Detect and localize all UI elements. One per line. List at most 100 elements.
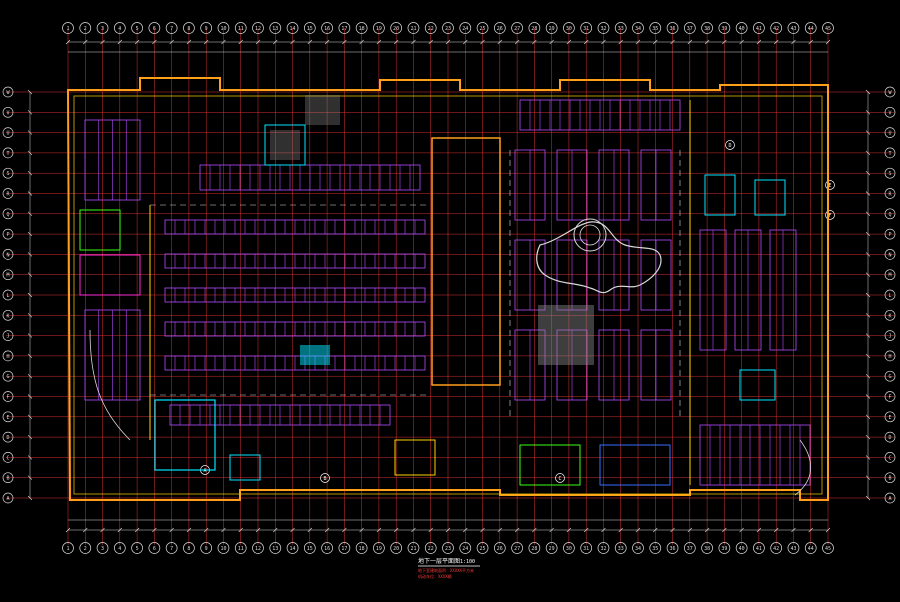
drawing-title: 地下一层平面图 (418, 557, 460, 565)
stair-core-s2 (394, 439, 436, 476)
axis-bubble-bottom (770, 542, 783, 554)
axis-bubble-bottom (286, 542, 299, 554)
axis-label-left: B (6, 476, 9, 482)
room-s4 (599, 444, 671, 486)
axis-bubble-bottom (683, 542, 696, 554)
axis-label-bottom: 30 (566, 546, 572, 552)
axis-bubble-bottom (217, 542, 230, 554)
stair-core-s1 (229, 454, 261, 481)
axis-bubble-right (884, 411, 896, 423)
axis-label-left: K (6, 313, 9, 319)
axis-label-top: 19 (376, 26, 382, 32)
axis-bubble-left (2, 350, 14, 362)
sunken-courtyard (536, 218, 662, 365)
axis-label-top: 3 (101, 26, 104, 32)
axis-label-bottom: 41 (756, 546, 762, 552)
axis-label-bottom: 25 (480, 546, 486, 552)
axis-bubble-top (113, 22, 126, 34)
axis-bubble-left (2, 147, 14, 159)
axis-bubble-bottom (165, 542, 178, 554)
axis-label-left: J (6, 334, 9, 340)
axis-label-top: 43 (790, 26, 796, 32)
stair-core-e2 (754, 179, 786, 216)
core-rooms (79, 95, 786, 486)
stair-core-se (739, 369, 776, 401)
axis-bubble-left (2, 492, 14, 504)
axis-label-left: Q (6, 212, 9, 218)
axis-bubble-top (355, 22, 368, 34)
axis-bubble-top (234, 22, 247, 34)
axis-bubble-top (545, 22, 558, 34)
axis-bubble-top (822, 22, 834, 34)
axis-label-top: 29 (549, 26, 555, 32)
axis-bubble-bottom (649, 542, 662, 554)
axis-bubble-bottom (113, 542, 126, 554)
axis-label-top: 44 (808, 26, 814, 32)
axis-label-bottom: 31 (583, 546, 589, 552)
courtyard-round-stair-inner (579, 224, 601, 246)
axis-label-bottom: 38 (704, 546, 710, 552)
axis-bubble-top (62, 22, 74, 34)
axis-bubble-top (511, 22, 523, 34)
axis-bubble-left (2, 330, 14, 341)
room-w1 (79, 209, 121, 251)
axis-bubble-left (2, 228, 14, 240)
axis-label-top: 21 (410, 26, 416, 32)
axis-bubble-top (493, 22, 506, 34)
building-outline (66, 77, 829, 501)
axis-bubble-bottom (718, 542, 731, 554)
stair-core-nw (264, 124, 306, 166)
axis-bubble-bottom (476, 542, 489, 554)
axis-bubble-top (459, 22, 472, 34)
axis-label-bottom: 37 (687, 546, 693, 552)
room-s3 (519, 444, 581, 486)
axis-label-top: 26 (497, 26, 503, 32)
axis-label-top: 1 (66, 26, 69, 32)
section-mark-label: E (828, 183, 831, 189)
axis-label-right: W (888, 90, 892, 96)
axis-label-left: W (6, 90, 10, 96)
room-w2 (79, 254, 141, 296)
axis-label-bottom: 13 (272, 546, 278, 552)
drawing-scale: 1:100 (460, 559, 475, 565)
axis-bubble-top (683, 22, 696, 34)
axis-bubble-bottom (753, 542, 765, 554)
axis-bubble-bottom (614, 542, 627, 554)
axis-label-bottom: 16 (324, 546, 330, 552)
axis-label-top: 42 (773, 26, 779, 32)
axis-bubble-right (884, 269, 896, 281)
axis-bubble-top (424, 22, 437, 34)
axis-bubble-top (614, 22, 627, 34)
axis-label-left: D (6, 435, 9, 441)
axis-label-bottom: 34 (635, 546, 641, 552)
axis-label-bottom: 19 (376, 546, 382, 552)
axis-bubble-bottom (735, 542, 748, 554)
axis-label-top: 30 (566, 26, 572, 32)
axis-label-right: B (888, 476, 891, 482)
axis-grid-lines (6, 28, 894, 545)
axis-bubble-top (286, 22, 299, 34)
axis-label-right: A (888, 496, 891, 502)
axis-label-bottom: 45 (825, 546, 831, 552)
axis-label-bottom: 43 (790, 546, 796, 552)
axis-bubble-top (701, 22, 713, 34)
axis-bubble-left (2, 411, 14, 423)
axis-bubble-top (183, 22, 195, 34)
axis-label-top: 18 (359, 26, 365, 32)
axis-label-top: 28 (531, 26, 537, 32)
axis-label-top: 34 (635, 26, 641, 32)
axis-bubble-bottom (563, 542, 575, 554)
axis-label-bottom: 27 (514, 546, 520, 552)
axis-bubble-right (884, 391, 896, 402)
axis-bubble-right (884, 492, 896, 504)
axis-label-top: 13 (272, 26, 278, 32)
axis-label-top: 22 (428, 26, 434, 32)
axis-bubble-top (148, 22, 161, 34)
ramp-curve-w (89, 329, 131, 441)
axis-bubble-top (165, 22, 178, 34)
section-mark-label: F (828, 213, 831, 219)
axis-label-left: N (6, 252, 9, 258)
